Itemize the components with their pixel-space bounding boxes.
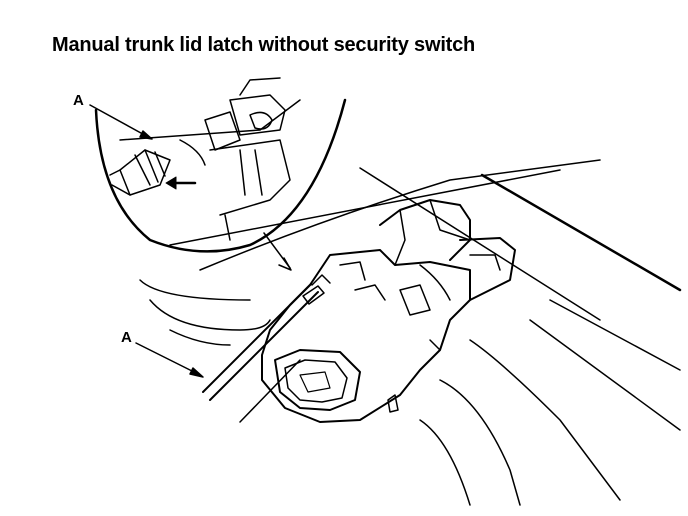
- latch-hook-housing: [339, 199, 516, 351]
- latch-body: [261, 249, 471, 423]
- detail-magnifier: [94, 98, 347, 271]
- detail-latch: [119, 77, 301, 241]
- detail-direction-arrow: [165, 176, 197, 190]
- callout-label-main: A: [121, 329, 132, 346]
- callout-label-detail: A: [73, 92, 84, 109]
- release-cable: [202, 274, 331, 423]
- trunk-panel-lines: [139, 159, 682, 506]
- leader-detail: [89, 104, 153, 140]
- diagram-title: Manual trunk lid latch without security …: [52, 34, 476, 56]
- detail-connector: [109, 149, 171, 196]
- leader-main: [135, 342, 204, 378]
